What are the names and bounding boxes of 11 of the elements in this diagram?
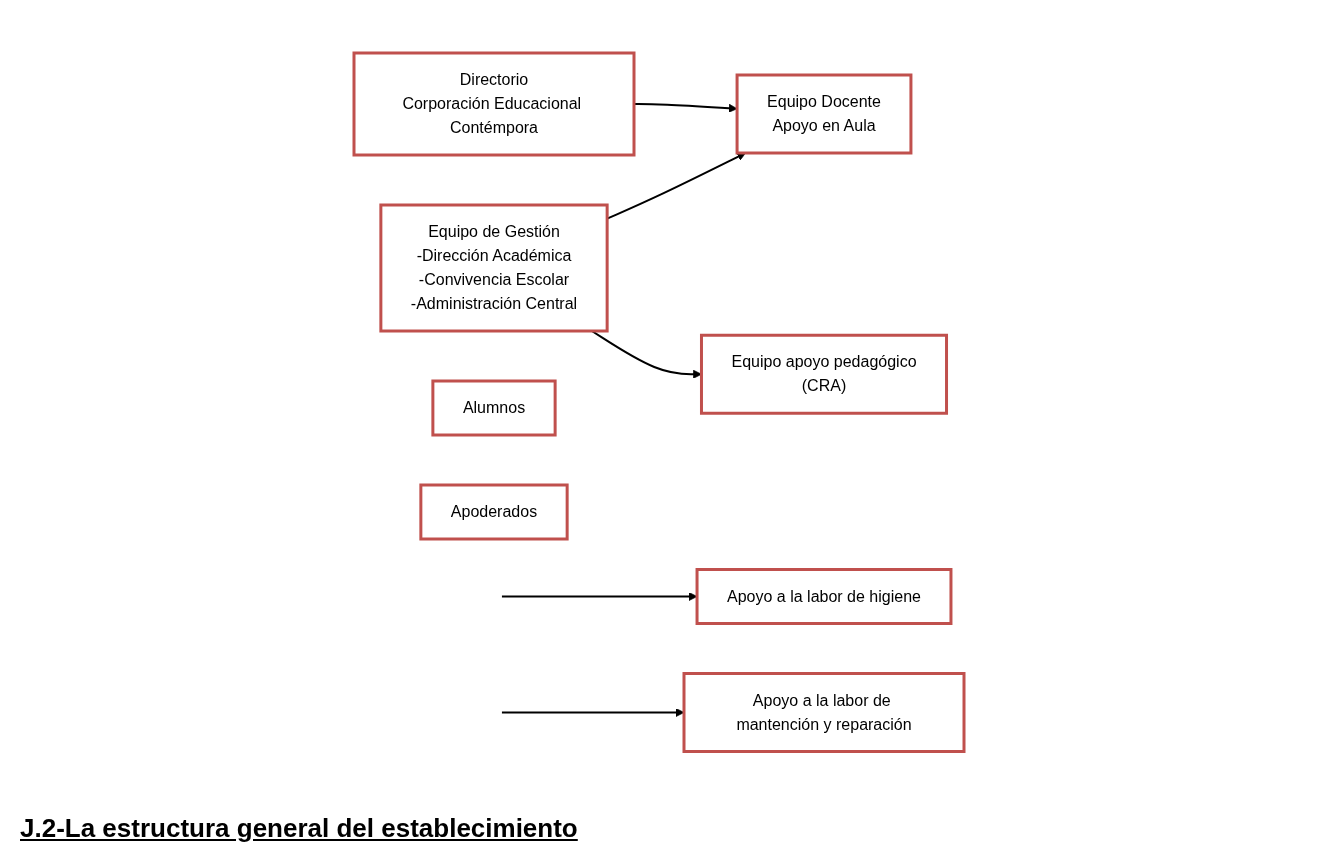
node-box: Equipo Docente Apoyo en Aula — [735, 73, 913, 155]
arrow — [500, 592, 698, 602]
node-box: Apoyo a la labor de mantención y reparación — [682, 672, 966, 754]
title: J.2-La estructura general del establecimiento — [20, 813, 579, 844]
node-box: Directorio Corporación Educacional Contémpora — [352, 51, 636, 157]
node-box: Equipo apoyo pedagógico (CRA) — [700, 334, 948, 415]
node-box: Apoyo a la labor de higiene — [695, 568, 953, 626]
node-box: Alumnos — [431, 379, 557, 437]
arrow — [500, 708, 685, 718]
node-box: Equipo de Gestión -Dirección Académica -Convivencia Escolar -Administración Central — [379, 203, 609, 333]
node-box: Apoderados — [419, 483, 569, 541]
